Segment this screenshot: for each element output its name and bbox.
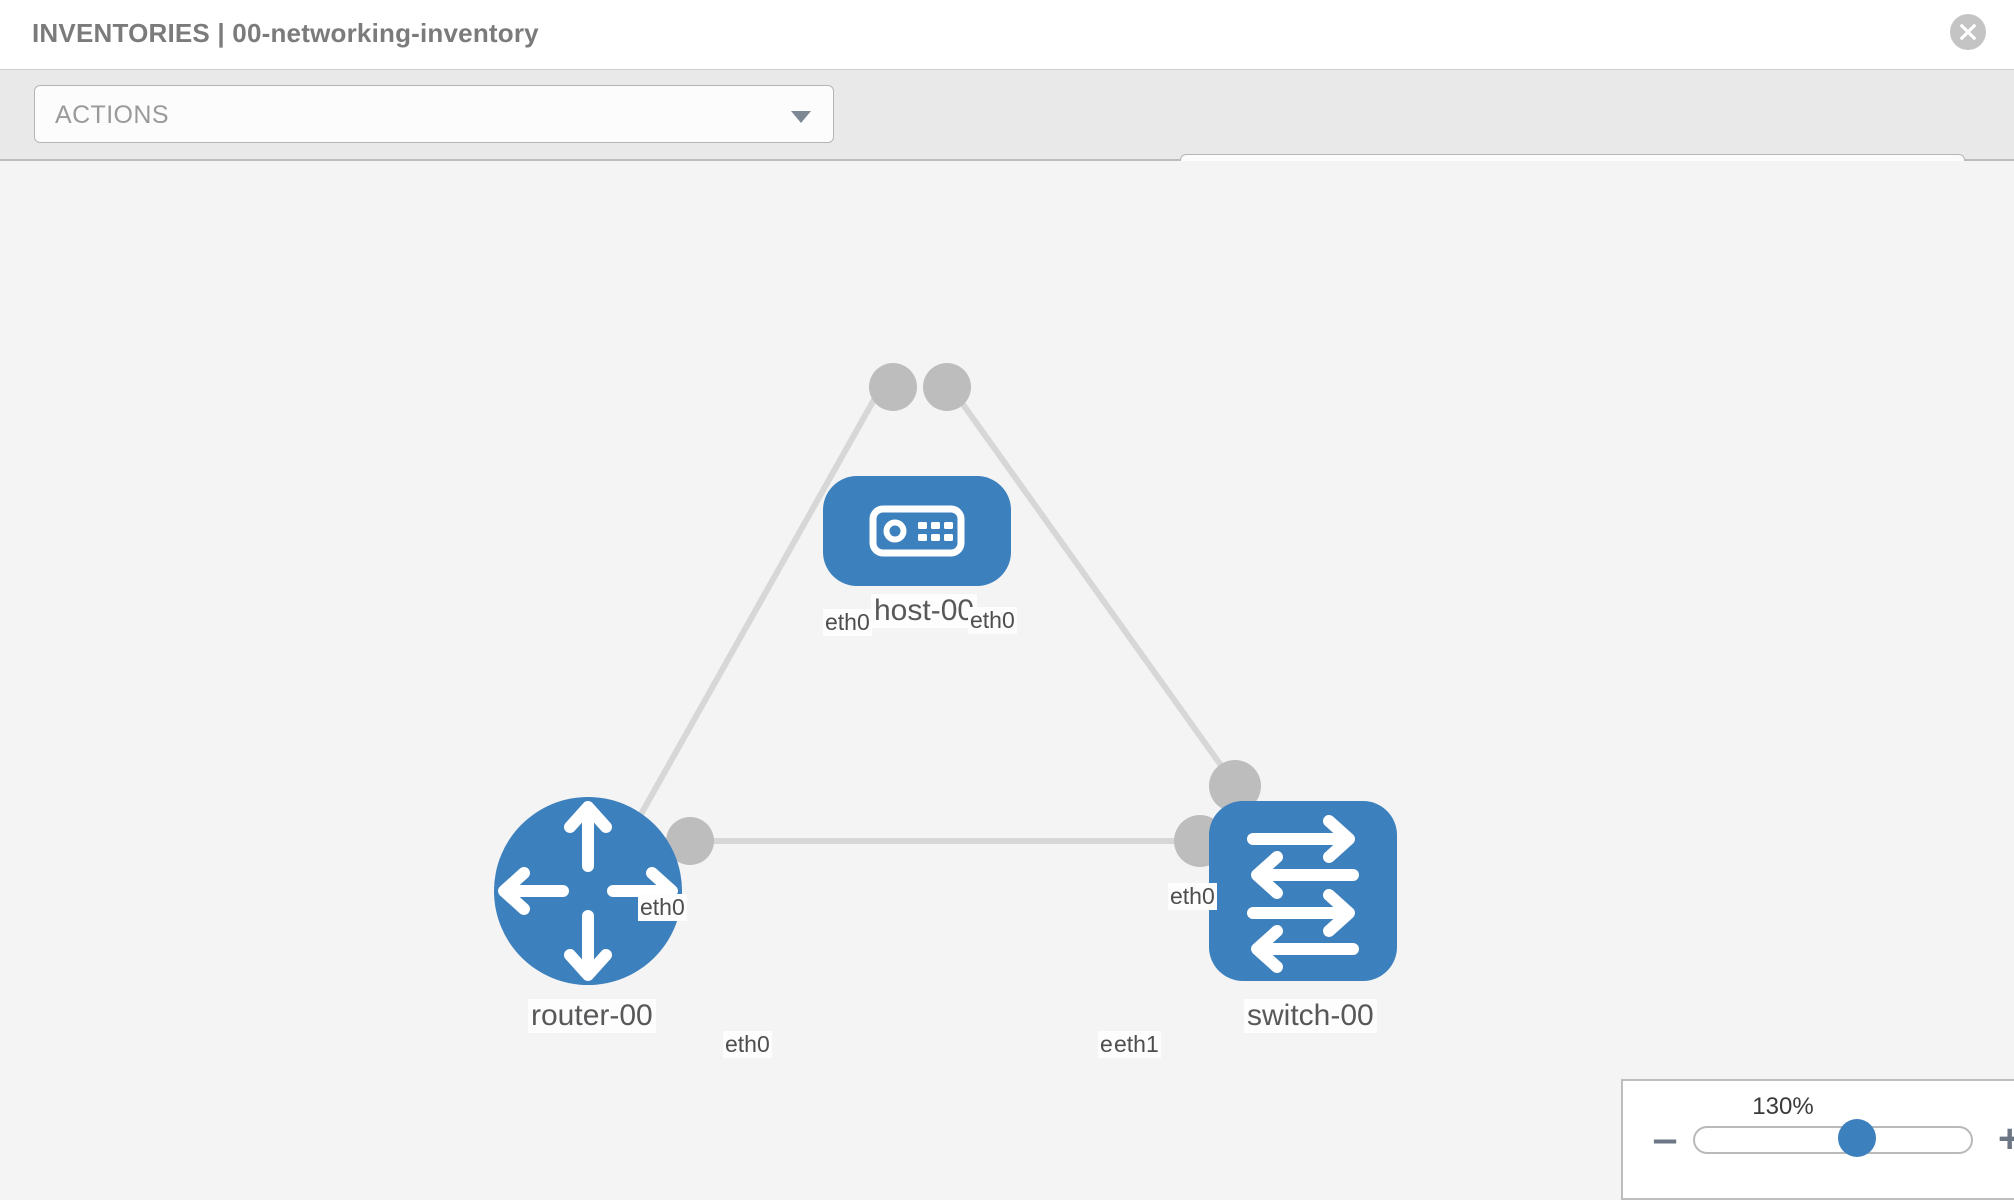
port-router-right — [666, 817, 714, 865]
edge-label-router-switch-far: eth1 — [1112, 1031, 1161, 1058]
port-host-right — [923, 363, 971, 411]
port-switch-top — [1209, 760, 1261, 812]
zoom-in-button[interactable]: + — [1998, 1117, 2014, 1161]
page-header: INVENTORIES | 00-networking-inventory — [0, 0, 2014, 69]
page-title: INVENTORIES | 00-networking-inventory — [32, 18, 539, 48]
node-label-host-00: host-00 — [871, 594, 978, 628]
router-arrows-icon — [498, 801, 678, 981]
zoom-level-label: 130% — [1752, 1093, 1814, 1120]
actions-dropdown[interactable]: ACTIONS — [34, 85, 834, 143]
node-label-switch-00: switch-00 — [1244, 999, 1377, 1033]
zoom-out-button[interactable]: ‒ — [1654, 1117, 1677, 1161]
zoom-control-panel: 130% ‒ + — [1621, 1079, 2014, 1200]
zoom-slider-track[interactable] — [1693, 1126, 1973, 1154]
edge-label-host-switch-far: eth0 — [1168, 883, 1217, 910]
node-router-00 — [494, 797, 682, 985]
edge-label-router-switch-near: eth0 — [723, 1031, 772, 1058]
node-host-00 — [823, 476, 1011, 586]
link-host-router — [637, 387, 883, 818]
switch-arrows-icon — [1247, 815, 1359, 973]
chevron-down-icon — [791, 111, 811, 123]
link-host-switch — [949, 387, 1253, 808]
close-icon[interactable] — [1950, 14, 1986, 50]
toolbar: ACTIONS SEARCH — [0, 69, 2014, 212]
edge-label-host-switch-near: eth0 — [968, 607, 1017, 634]
edge-label-host-router-far: eth0 — [638, 894, 687, 921]
node-label-router-00: router-00 — [528, 999, 656, 1033]
node-switch-00 — [1209, 801, 1397, 981]
topology-links — [637, 387, 1253, 844]
topology-canvas[interactable]: host-00 router-00 switch-00 eth0 eth0 et… — [0, 161, 2014, 1200]
actions-dropdown-label: ACTIONS — [55, 101, 169, 129]
zoom-slider-thumb[interactable] — [1838, 1119, 1877, 1157]
topology-graph — [494, 363, 1397, 985]
server-chassis-icon — [869, 505, 965, 557]
edge-label-host-router-near: eth0 — [823, 609, 872, 636]
port-host-left — [869, 363, 917, 411]
